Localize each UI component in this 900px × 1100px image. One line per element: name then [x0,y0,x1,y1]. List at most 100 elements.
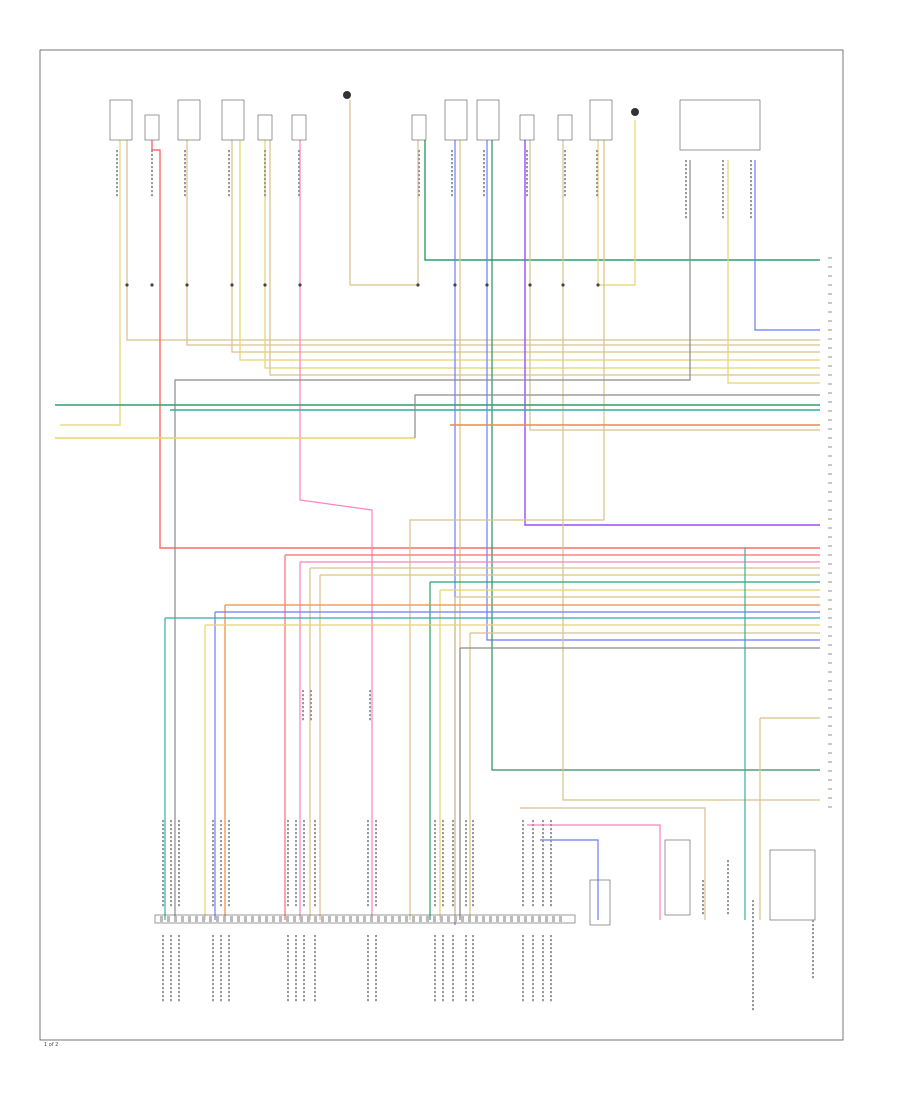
bottom-wire-label [295,892,297,895]
top-wire-label [298,158,300,161]
top-wire-label [298,178,300,181]
pin-label-mark [228,963,230,966]
bottom-wire-label [542,832,544,835]
pin-label-mark [550,967,552,970]
bottom-wire-label [170,872,172,875]
bottom-wire-label [465,856,467,859]
bottom-wire-label [375,820,377,823]
bottom-wire-label [465,868,467,871]
pin-label-mark [522,971,524,974]
bottom-sensor-a [589,879,611,926]
top-wire-label [418,186,420,189]
connector-pin [342,916,345,922]
bottom-wire-label [434,856,436,859]
pin-label-mark [522,935,524,938]
bottom-wire-label [522,884,524,887]
connector-pin [230,916,233,922]
bottom-wire-label [452,900,454,903]
top-wire-label [184,154,186,157]
bottom-wire-label [452,860,454,863]
bottom-wire-label [434,832,436,835]
top-wire-label [228,190,230,193]
wire-green-top [424,140,820,261]
pin-label-mark [228,987,230,990]
top-wire-label [483,170,485,173]
pin-label-mark [295,967,297,970]
splice-dot-5 [298,283,302,287]
wire-13 [529,140,820,431]
bottom-wire-label [542,888,544,891]
bottom-wire-label [452,868,454,871]
top-wire-label [526,194,528,197]
mid-wire-label [302,714,304,717]
top-component-4 [257,114,273,141]
bottom-wire-label [367,904,369,907]
mid-wire-label [302,710,304,713]
bottom-wire-label [522,852,524,855]
splice-dot-6 [416,283,420,287]
bottom-wire-label [472,848,474,851]
top-wire-label [564,170,566,173]
bottom-wire-label [727,884,729,887]
pin-label-mark [375,999,377,1002]
bottom-wire-label [522,864,524,867]
pin-label-mark [228,979,230,982]
top-wire-label [564,190,566,193]
pin-label-mark [303,947,305,950]
top-wire-label [526,170,528,173]
connector-pin [293,916,296,922]
pin-label-mark [367,987,369,990]
bottom-wire-label [465,900,467,903]
top-wire-label [722,184,724,187]
pin-label-mark [314,971,316,974]
bottom-wire-label [220,892,222,895]
bottom-wire-label [287,856,289,859]
top-wire-label [151,170,153,173]
pin-label-mark [550,979,552,982]
bottom-wire-label [532,888,534,891]
bottom-wire-label [532,884,534,887]
pin-label-mark [314,987,316,990]
wire-16 [409,140,605,920]
bottom-wire-label [303,872,305,875]
bottom-wire-label [220,848,222,851]
bottom-wire-label [178,824,180,827]
pin-label-mark [452,979,454,982]
pin-label-mark [314,959,316,962]
pin-label-mark [465,983,467,986]
bottom-wire-label [442,836,444,839]
top-wire-label [151,158,153,161]
pin-label-mark [314,967,316,970]
mid-wire-label [302,698,304,701]
bottom-wire-label [442,832,444,835]
pin-label-mark [367,935,369,938]
pin-label-mark [752,924,754,927]
bottom-wire-label [170,900,172,903]
bottom-wire-label [522,856,524,859]
bottom-wire-label [375,864,377,867]
pin-label-mark [550,939,552,942]
page-label: 1 of 2 [44,1042,59,1048]
bottom-wire-label [295,824,297,827]
top-wire-label [685,176,687,179]
bottom-wire-label [465,884,467,887]
top-wire-label [526,154,528,157]
top-wire-label [116,162,118,165]
bottom-wire-label [550,864,552,867]
pin-label-mark [162,939,164,942]
top-wire-label [483,154,485,157]
pin-label-mark [178,987,180,990]
top-wire-label [228,158,230,161]
bottom-wire-label [220,880,222,883]
pin-label-mark [812,924,814,927]
connector-pin [356,916,359,922]
pin-label-mark [228,967,230,970]
bottom-wire-label [727,892,729,895]
bottom-wire-label [522,828,524,831]
bottom-wire-label [727,872,729,875]
pin-label-mark [170,979,172,982]
bottom-wire-label [367,852,369,855]
pin-label-mark [465,979,467,982]
pin-label-mark [287,955,289,958]
bottom-wire-label [367,896,369,899]
